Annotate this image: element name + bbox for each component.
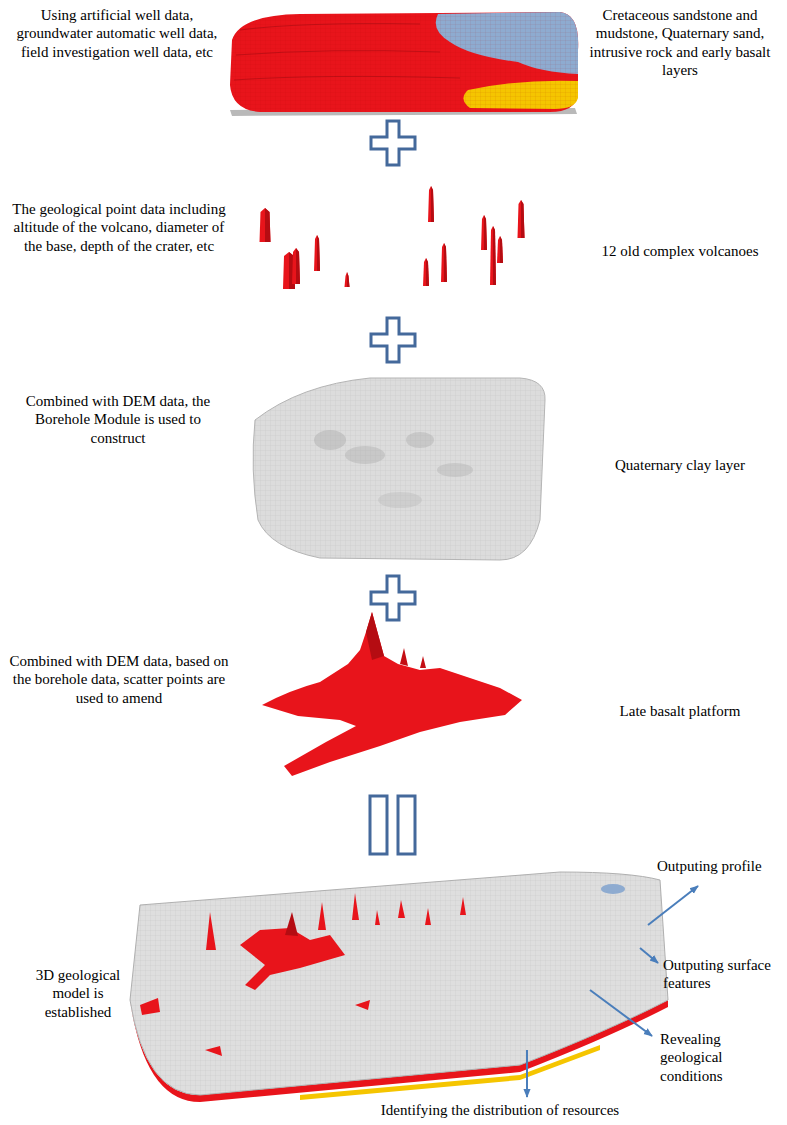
label: Revealing geological conditions	[660, 1030, 784, 1085]
output-arrow	[527, 886, 698, 1097]
illustration-part	[481, 215, 487, 250]
illustration-part	[314, 235, 320, 271]
illustration-part	[234, 24, 460, 80]
illustration-part	[640, 948, 658, 963]
illustration-part	[423, 258, 429, 286]
illustration-part	[140, 998, 370, 1056]
label: Quaternary clay layer	[576, 456, 784, 474]
label: Outputing surface features	[663, 956, 783, 993]
illustration-part	[130, 872, 668, 1095]
illustration-part	[371, 576, 415, 620]
illustration-part	[526, 1050, 528, 1097]
label: The geological point data including alti…	[6, 200, 232, 255]
equals-sign	[370, 796, 415, 854]
illustration-part	[437, 463, 473, 477]
illustration-part	[406, 432, 434, 448]
label: 12 old complex volcanoes	[576, 242, 784, 260]
illustration-part	[648, 886, 698, 925]
illustration-part	[590, 990, 652, 1036]
illustration-part	[444, 243, 447, 282]
illustration-part	[366, 612, 384, 660]
illustration-part	[345, 446, 385, 464]
illustration-part	[230, 12, 578, 112]
illustration-part	[428, 186, 434, 222]
volcano-spikes	[260, 186, 525, 289]
illustration-part	[347, 272, 350, 287]
illustration-part	[253, 378, 545, 560]
illustration-part	[518, 200, 525, 238]
illustration-part	[345, 272, 350, 287]
illustration-part	[253, 378, 545, 560]
geological-model	[130, 872, 668, 1102]
illustration-part	[490, 226, 496, 285]
illustration-part	[400, 648, 426, 668]
illustration-part	[521, 200, 525, 238]
illustration-part	[240, 928, 345, 990]
layer-slab	[230, 12, 578, 116]
clay-surface	[253, 378, 545, 560]
illustration-part	[426, 258, 429, 286]
basalt-platform	[262, 612, 522, 776]
illustration-part	[285, 912, 298, 936]
illustration-part	[265, 208, 271, 242]
illustration-part	[296, 248, 300, 284]
label: Outputing profile	[657, 857, 785, 875]
illustration-part	[292, 248, 300, 284]
illustration-part	[206, 893, 466, 950]
illustration-part	[317, 235, 320, 271]
illustration-part	[497, 236, 503, 263]
illustration-part	[130, 872, 668, 1095]
illustration-part	[431, 186, 434, 222]
illustration-part	[230, 12, 578, 112]
label: Using artificial well data, groundwater …	[6, 6, 228, 61]
illustration-part	[371, 121, 415, 165]
label: 3D geological model is established	[22, 966, 134, 1021]
label: Late basalt platform	[576, 702, 784, 720]
label: Combined with DEM data, the Borehole Mod…	[6, 392, 230, 447]
illustration-part	[500, 236, 503, 263]
illustration-part	[371, 318, 415, 362]
illustration-part	[493, 226, 496, 285]
illustration-part	[441, 243, 447, 282]
illustration-part	[370, 796, 387, 854]
label: Identifying the distribution of resource…	[300, 1101, 700, 1119]
illustration-part	[260, 208, 271, 242]
illustration-part	[378, 492, 422, 508]
illustration-part	[398, 796, 415, 854]
label: Combined with DEM data, based on the bor…	[6, 652, 232, 707]
illustration-part	[484, 215, 487, 250]
label: Cretaceous sandstone and mudstone, Quate…	[576, 6, 784, 79]
illustration-part	[314, 430, 346, 450]
illustration-part	[601, 884, 625, 894]
illustration-part	[262, 612, 522, 776]
